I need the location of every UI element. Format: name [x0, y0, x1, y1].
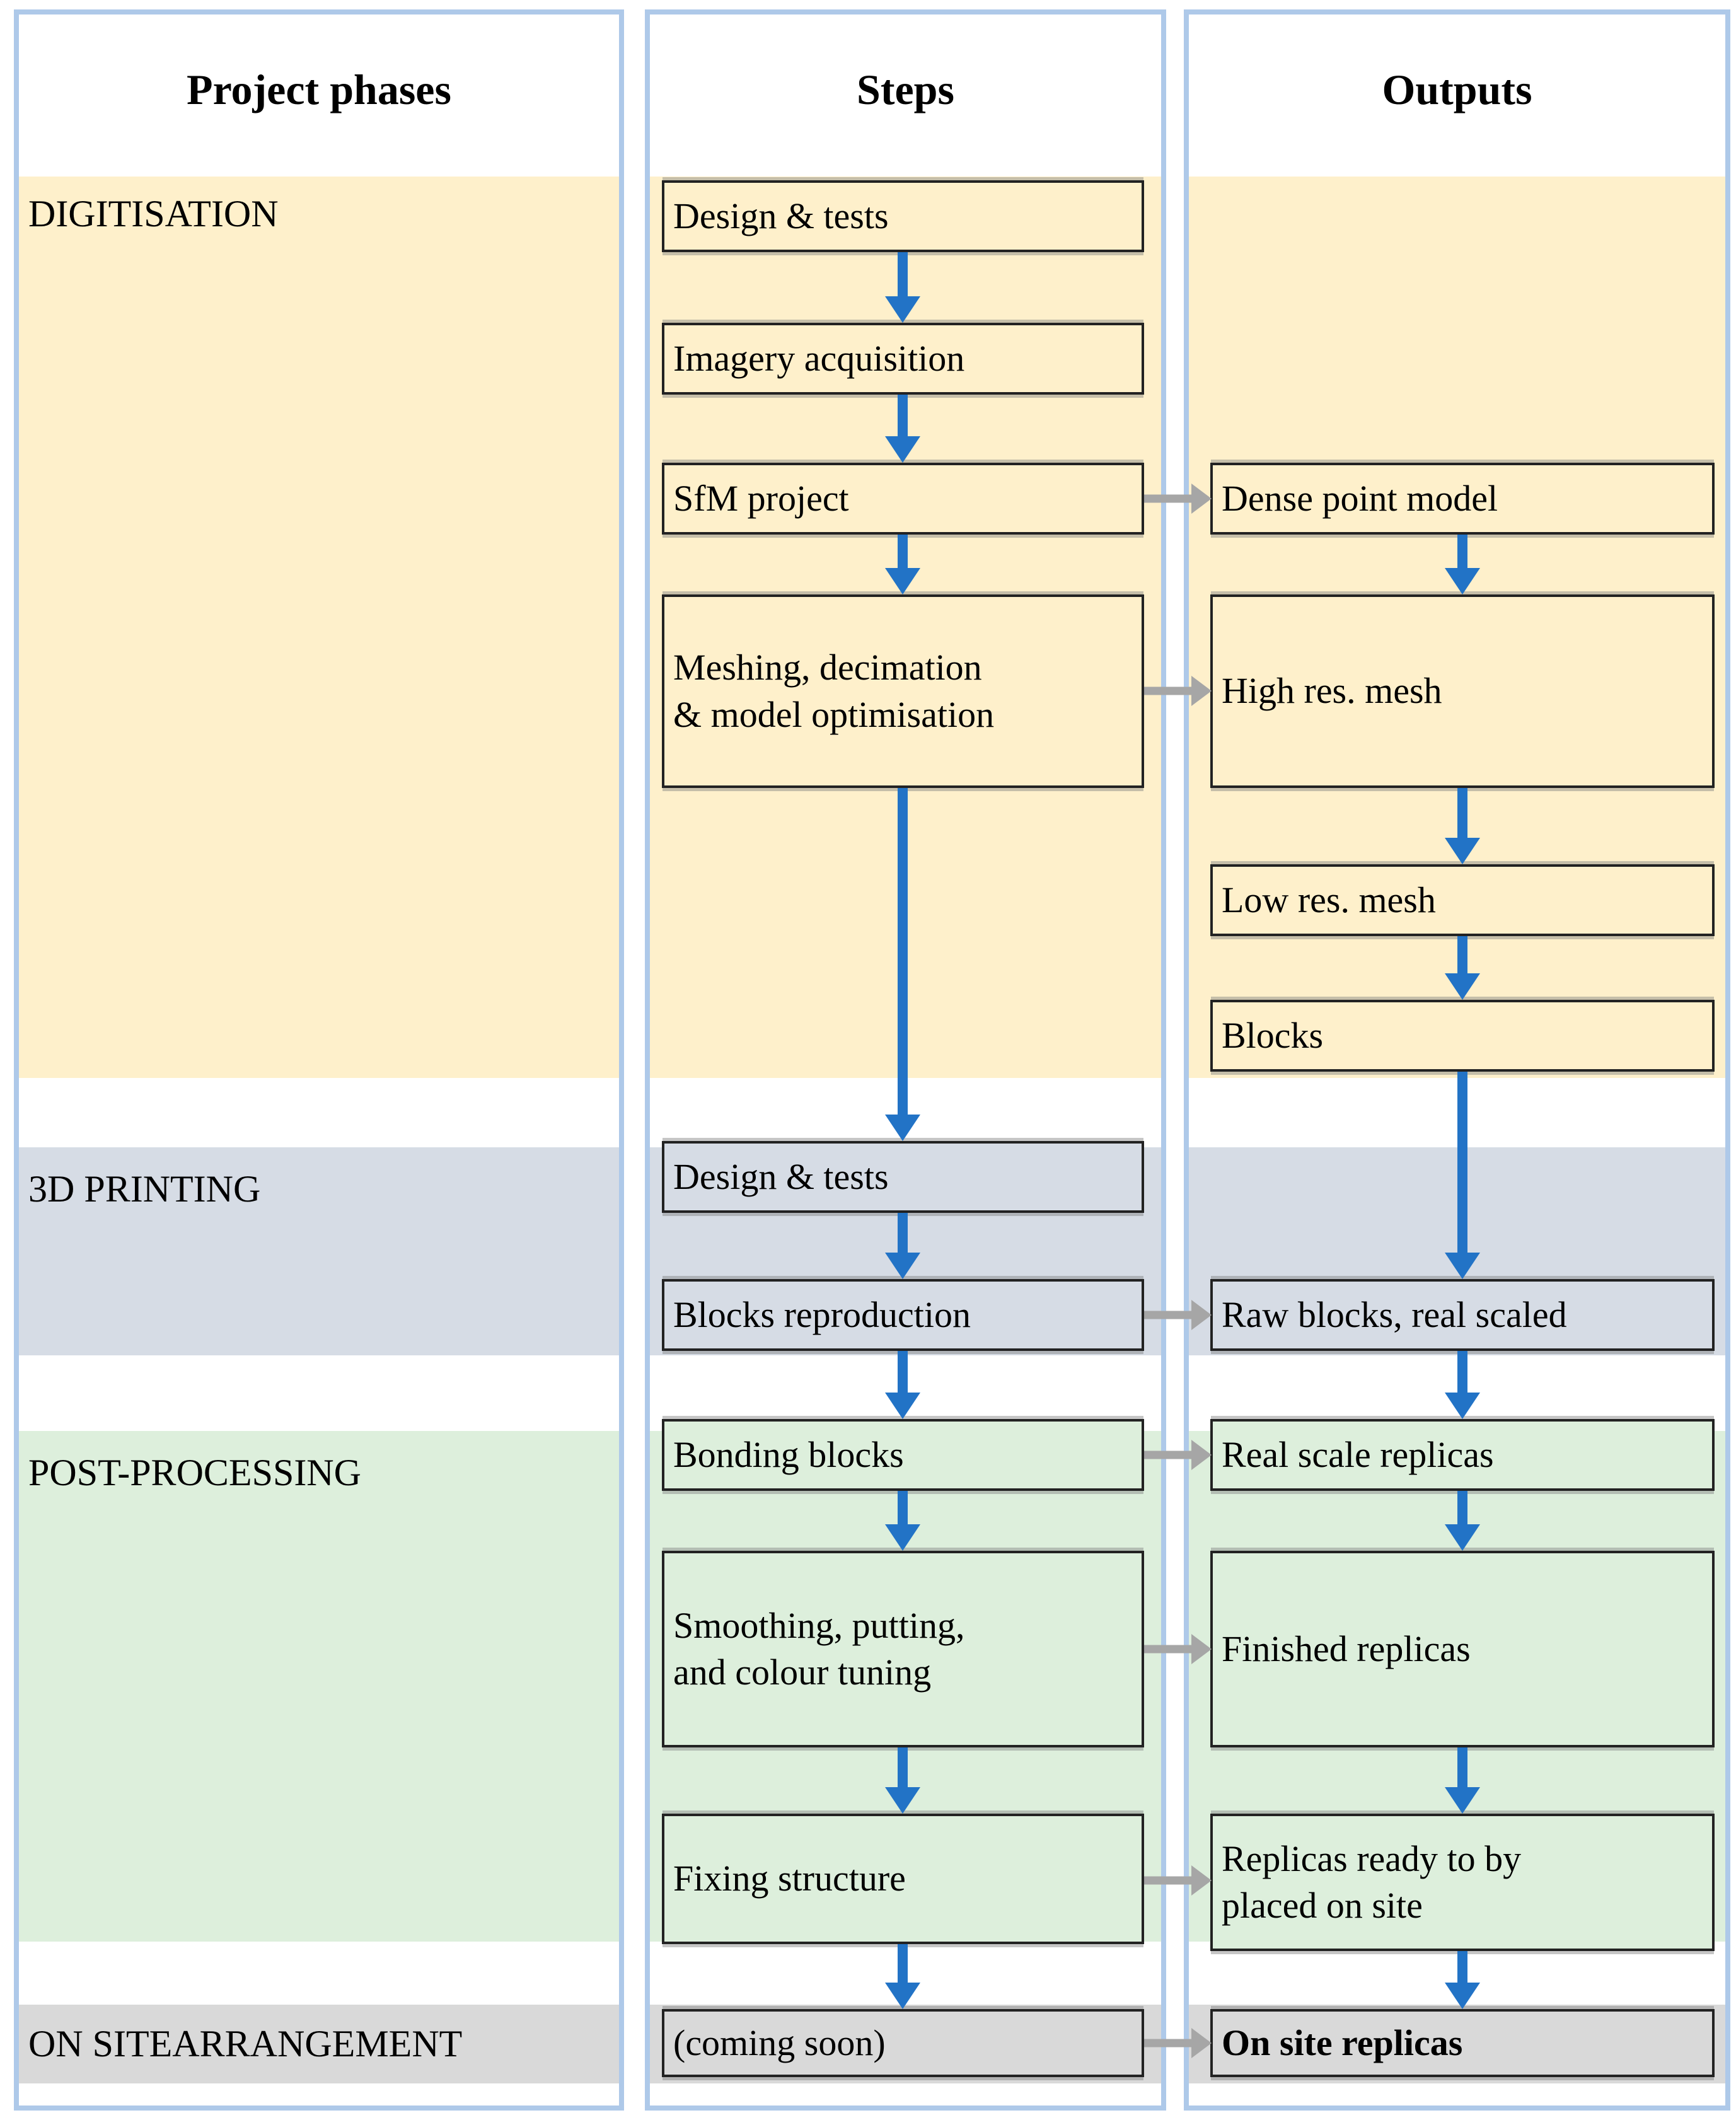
phase-label-on-site-arrangement: ON SITEARRANGEMENT [28, 2023, 463, 2065]
output-box-raw-blocks-real-scaled: Raw blocks, real scaled [1210, 1279, 1715, 1351]
flow-arrow-down-icon [1445, 1491, 1480, 1551]
output-box-low-res-mesh: Low res. mesh [1210, 864, 1715, 936]
column-steps [645, 9, 1166, 2111]
flow-arrow-down-icon [885, 252, 920, 323]
flow-arrow-down-icon [1445, 936, 1480, 1000]
output-box-replicas-ready: Replicas ready to by placed on site [1210, 1814, 1715, 1951]
flow-arrow-down-icon [885, 395, 920, 463]
flow-arrow-down-icon [885, 1747, 920, 1814]
step-box-blocks-reproduction: Blocks reproduction [662, 1279, 1144, 1351]
flow-arrow-down-icon [885, 1351, 920, 1419]
output-box-on-site-replicas: On site replicas [1210, 2009, 1715, 2077]
column-header-project-phases: Project phases [187, 66, 451, 113]
phase-label-post-processing: POST-PROCESSING [28, 1452, 361, 1493]
output-box-dense-point-model: Dense point model [1210, 463, 1715, 535]
flow-arrow-down-icon [1445, 788, 1480, 864]
output-box-real-scale-replicas: Real scale replicas [1210, 1419, 1715, 1491]
output-link-arrow-icon [1144, 676, 1212, 706]
step-box-design-tests-1: Design & tests [662, 180, 1144, 252]
flow-arrow-down-icon [1445, 1747, 1480, 1814]
phase-label-digitisation: DIGITISATION [28, 193, 279, 235]
output-box-finished-replicas: Finished replicas [1210, 1551, 1715, 1747]
phase-band-3d-printing-col1 [19, 1147, 619, 1355]
flow-arrow-down-icon [1445, 1351, 1480, 1419]
column-project-phases [14, 9, 624, 2111]
phase-label-3d-printing: 3D PRINTING [28, 1168, 261, 1210]
step-box-bonding-blocks: Bonding blocks [662, 1419, 1144, 1491]
step-box-coming-soon: (coming soon) [662, 2009, 1144, 2077]
column-header-steps: Steps [857, 66, 954, 113]
flow-arrow-down-icon [885, 1213, 920, 1279]
flow-arrow-down-icon [1445, 1951, 1480, 2009]
column-header-outputs: Outputs [1382, 66, 1532, 113]
phase-band-post-processing-col1 [19, 1431, 619, 1942]
output-box-high-res-mesh: High res. mesh [1210, 594, 1715, 788]
phase-band-on-site-col1 [19, 2005, 619, 2083]
output-link-arrow-icon [1144, 1300, 1212, 1330]
flow-arrow-down-icon [1445, 1072, 1480, 1279]
step-box-sfm-project: SfM project [662, 463, 1144, 535]
flow-arrow-down-icon [1445, 535, 1480, 594]
output-link-arrow-icon [1144, 1865, 1212, 1896]
phase-band-digitisation-col1 [19, 177, 619, 1078]
flow-arrow-down-icon [885, 1944, 920, 2009]
output-link-arrow-icon [1144, 2028, 1212, 2058]
step-box-imagery-acquisition: Imagery acquisition [662, 323, 1144, 395]
step-box-meshing-decimation: Meshing, decimation & model optimisation [662, 594, 1144, 788]
flow-arrow-down-icon [885, 788, 920, 1141]
flow-arrow-down-icon [885, 1491, 920, 1551]
step-box-smoothing-putting-colour: Smoothing, putting, and colour tuning [662, 1551, 1144, 1747]
column-outputs [1184, 9, 1730, 2111]
output-link-arrow-icon [1144, 484, 1212, 514]
output-link-arrow-icon [1144, 1440, 1212, 1470]
flow-arrow-down-icon [885, 535, 920, 594]
output-box-blocks: Blocks [1210, 1000, 1715, 1072]
step-box-design-tests-2: Design & tests [662, 1141, 1144, 1213]
output-link-arrow-icon [1144, 1634, 1212, 1664]
step-box-fixing-structure: Fixing structure [662, 1814, 1144, 1944]
